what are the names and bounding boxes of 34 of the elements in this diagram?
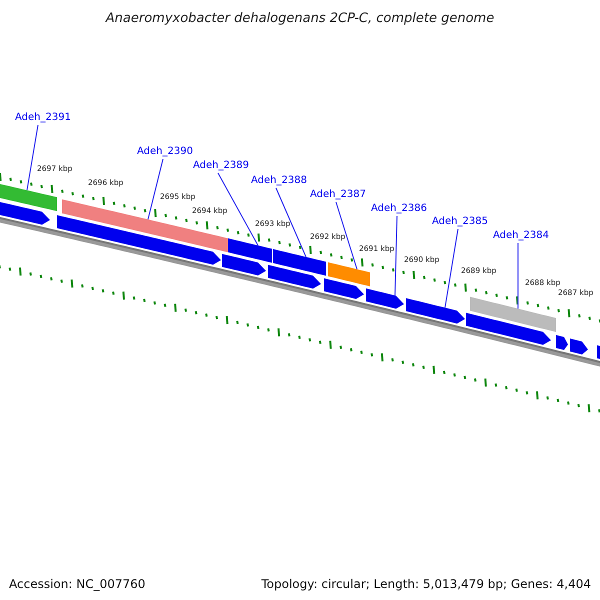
gene-label: Adeh_2391 <box>15 111 71 124</box>
gene-label: Adeh_2386 <box>371 202 427 215</box>
gene-label: Adeh_2387 <box>310 188 366 201</box>
gene-bar <box>328 262 370 286</box>
genome-info-text: Accession: NC_007760 <box>9 576 146 593</box>
gene-label: Adeh_2385 <box>432 215 488 228</box>
gene-bar <box>273 249 326 276</box>
gene-label: Adeh_2388 <box>251 174 307 187</box>
gene-bar <box>268 264 321 289</box>
leader-line <box>276 188 306 258</box>
leader-line <box>336 202 358 270</box>
gene-bar <box>470 296 556 332</box>
gene-label: Adeh_2384 <box>493 229 549 242</box>
gene-label: Adeh_2390 <box>137 145 193 158</box>
leader-line <box>394 216 398 296</box>
gene-bar <box>406 298 465 324</box>
gene-label: Adeh_2389 <box>193 159 249 172</box>
gene-bar <box>62 199 228 252</box>
gene-bar <box>0 182 57 212</box>
leader-line <box>26 124 38 191</box>
leader-line <box>148 158 164 220</box>
title: Anaeromyxobacter dehalogenans 2CP-C, complete genome <box>104 10 496 28</box>
gene-bar <box>466 312 551 345</box>
gene-bar <box>57 215 221 265</box>
gene-bar <box>570 338 588 355</box>
gene-bar <box>556 335 568 350</box>
genome-info-text: Topology: circular; Length: 5,013,479 bp; Genes: 4,404 <box>261 576 591 593</box>
leader-line <box>444 228 458 308</box>
gene-bar <box>228 238 272 263</box>
gene-bar <box>0 200 50 225</box>
gene-bar <box>366 288 404 309</box>
leader-line <box>218 172 258 246</box>
gene-bar <box>324 278 364 299</box>
gene-bar <box>222 254 266 276</box>
